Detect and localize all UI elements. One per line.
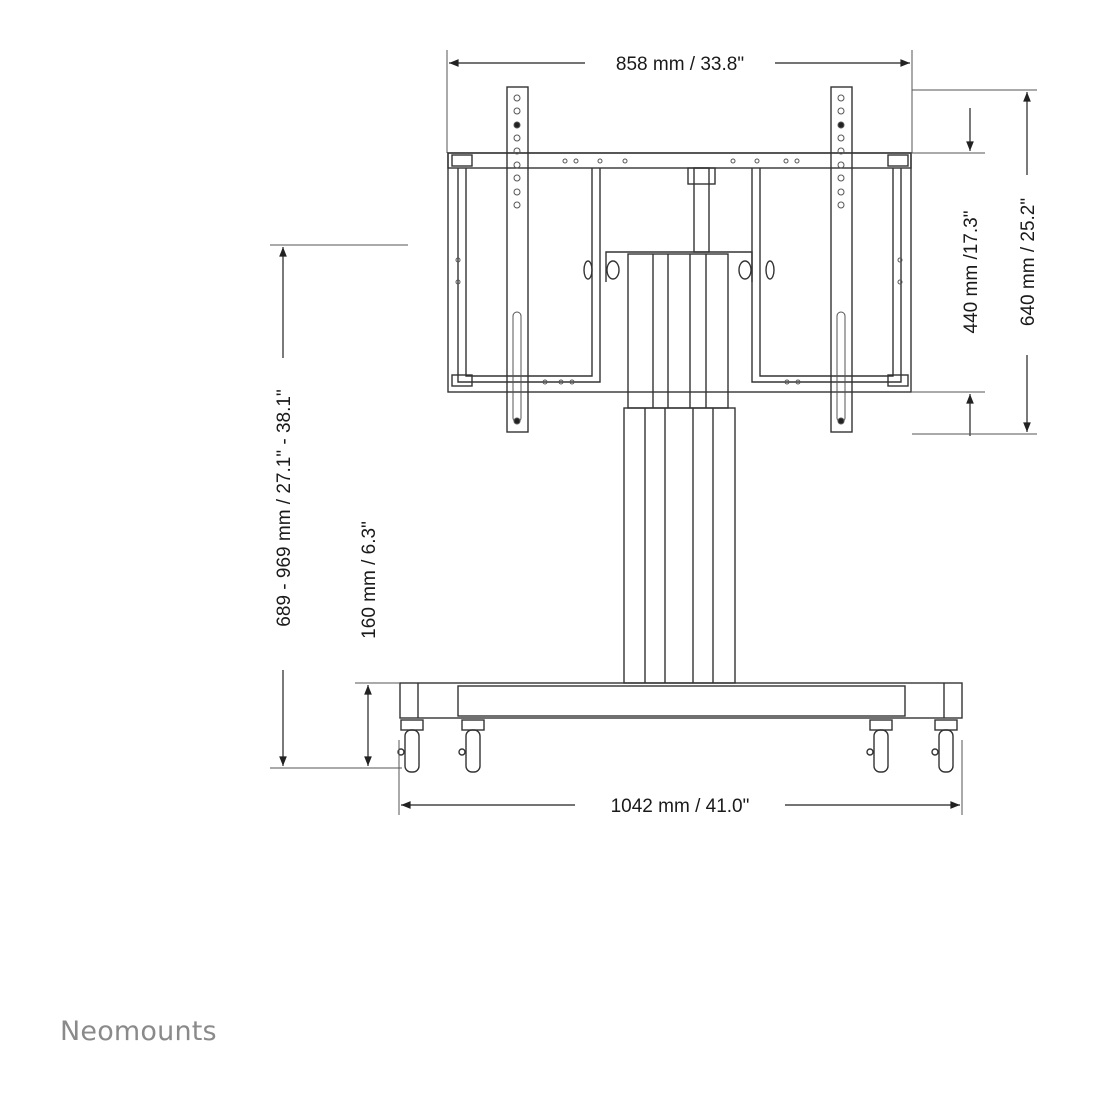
height-range-dimension: 689 - 969 mm / 27.1" - 38.1" <box>270 244 408 769</box>
base-height-dimension: 160 mm / 6.3" <box>355 521 400 766</box>
vesa-height-label: 440 mm /17.3" <box>961 211 982 334</box>
base-height-label: 160 mm / 6.3" <box>359 521 380 639</box>
base-width-label: 1042 mm / 41.0" <box>611 796 750 817</box>
vesa-height-dimension: 440 mm /17.3" <box>911 108 985 436</box>
bracket-height-label: 640 mm / 25.2" <box>1018 198 1039 326</box>
brand-logo: Neomounts <box>60 1016 217 1047</box>
column <box>583 251 775 684</box>
width-top-label: 858 mm / 33.8" <box>616 54 744 75</box>
height-range-label: 689 - 969 mm / 27.1" - 38.1" <box>274 389 295 626</box>
base-width-dimension: 1042 mm / 41.0" <box>398 740 963 817</box>
width-top-dimension: 858 mm / 33.8" <box>446 50 913 153</box>
bracket-height-dimension: 640 mm / 25.2" <box>912 89 1039 435</box>
base <box>399 682 963 719</box>
casters <box>397 719 958 773</box>
mounting-frame <box>447 86 912 433</box>
